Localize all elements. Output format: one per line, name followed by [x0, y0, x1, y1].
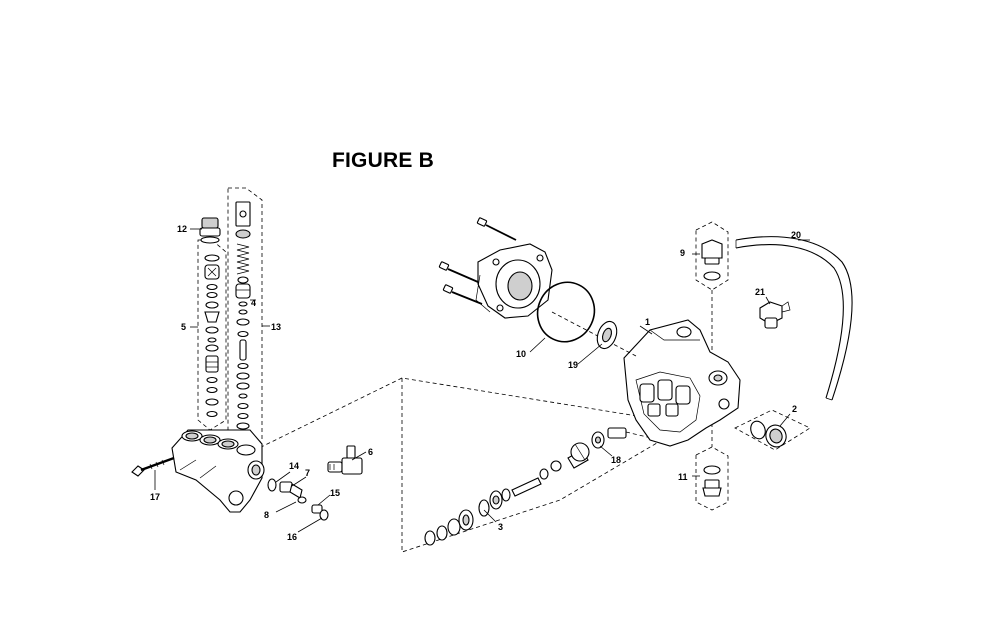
callout-6: 6	[368, 447, 373, 457]
callout-18: 18	[611, 455, 621, 465]
callout-8: 8	[264, 510, 269, 520]
part-1-pump-housing	[623, 319, 741, 447]
callout-9: 9	[680, 248, 685, 258]
callout-1: 1	[645, 317, 650, 327]
part-15-plug	[311, 504, 323, 514]
part-14-oring	[267, 478, 277, 492]
callout-12: 12	[177, 224, 187, 234]
callout-leaders	[154, 228, 810, 533]
part-9-cap	[701, 239, 723, 281]
part-6-tee-fitting	[327, 445, 363, 475]
callout-5: 5	[181, 322, 186, 332]
part-16-oring	[319, 509, 329, 521]
callout-labels: 1 2 3 4 5 6 7 8 9 10 11 12 13 14 15 16 1…	[150, 224, 801, 542]
figure-title: FIGURE B	[332, 149, 434, 172]
outline-kit-3-leader	[254, 377, 403, 451]
small-fittings	[267, 478, 329, 521]
part-10-oring	[536, 281, 596, 343]
outline-kit-3	[401, 377, 663, 553]
outline-kit-11	[695, 446, 729, 511]
part-19-seal	[596, 320, 618, 350]
outline-kit-13	[227, 187, 263, 453]
mounting-flange	[475, 243, 553, 319]
column-5-valve-parts	[204, 254, 220, 418]
callout-19: 19	[568, 360, 578, 370]
kit-3-plunger-seals	[424, 460, 562, 546]
flange-centerline	[551, 311, 637, 357]
callout-14: 14	[289, 461, 299, 471]
callout-21: 21	[755, 287, 765, 297]
callout-11: 11	[678, 472, 688, 482]
callout-16: 16	[287, 532, 297, 542]
callout-4: 4	[251, 298, 256, 308]
callout-15: 15	[330, 488, 340, 498]
flange-screws	[438, 217, 517, 305]
part-20-hose	[735, 236, 853, 401]
callout-2: 2	[792, 404, 797, 414]
callout-7: 7	[305, 468, 310, 478]
part-17-bolt	[131, 456, 175, 477]
callout-20: 20	[791, 230, 801, 240]
outline-kit-9	[695, 221, 729, 291]
part-8-fitting	[297, 496, 307, 504]
manifold-head	[171, 429, 265, 513]
callout-13: 13	[271, 322, 281, 332]
part-11-drain-plug	[702, 465, 722, 497]
column-13-unloader-parts	[235, 201, 251, 430]
callout-10: 10	[516, 349, 526, 359]
part-21-cap	[759, 301, 791, 329]
crank-parts	[567, 427, 661, 469]
part-2-sight-glass	[750, 420, 787, 448]
callout-3: 3	[498, 522, 503, 532]
part-12-plug	[199, 217, 221, 244]
callout-17: 17	[150, 492, 160, 502]
